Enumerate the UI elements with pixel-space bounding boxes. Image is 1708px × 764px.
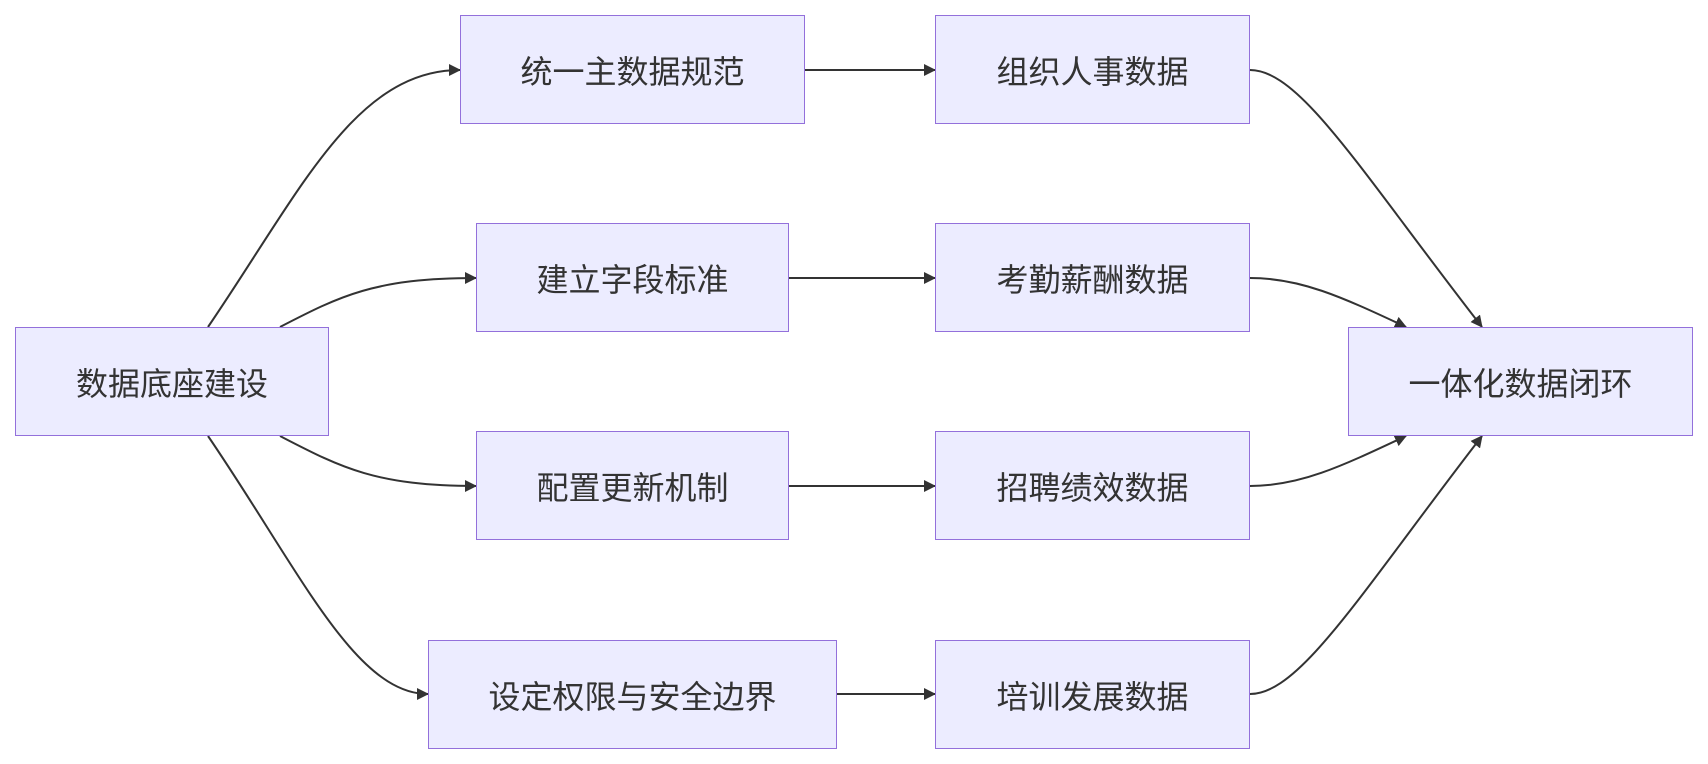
node-attendance-payroll-data: 考勤薪酬数据 <box>935 223 1250 332</box>
node-unified-master-spec: 统一主数据规范 <box>460 15 805 124</box>
node-update-mechanism: 配置更新机制 <box>476 431 789 540</box>
node-recruit-performance-data: 招聘绩效数据 <box>935 431 1250 540</box>
node-training-dev-data: 培训发展数据 <box>935 640 1250 749</box>
edge-attendance-payroll-data-to-closed-loop <box>1249 277 1407 328</box>
edge-recruit-performance-data-to-closed-loop <box>1249 435 1407 487</box>
edge-org-hr-data-to-closed-loop <box>1249 69 1483 328</box>
edge-foundation-to-permission-security <box>207 435 429 700</box>
node-foundation: 数据底座建设 <box>15 327 329 436</box>
edge-foundation-to-field-standards <box>279 272 477 328</box>
edge-foundation-to-unified-master-spec <box>207 64 461 328</box>
node-org-hr-data: 组织人事数据 <box>935 15 1250 124</box>
edge-foundation-to-update-mechanism <box>279 435 477 492</box>
edge-training-dev-data-to-closed-loop <box>1249 435 1483 695</box>
node-field-standards: 建立字段标准 <box>476 223 789 332</box>
node-permission-security: 设定权限与安全边界 <box>428 640 837 749</box>
node-closed-loop: 一体化数据闭环 <box>1348 327 1693 436</box>
